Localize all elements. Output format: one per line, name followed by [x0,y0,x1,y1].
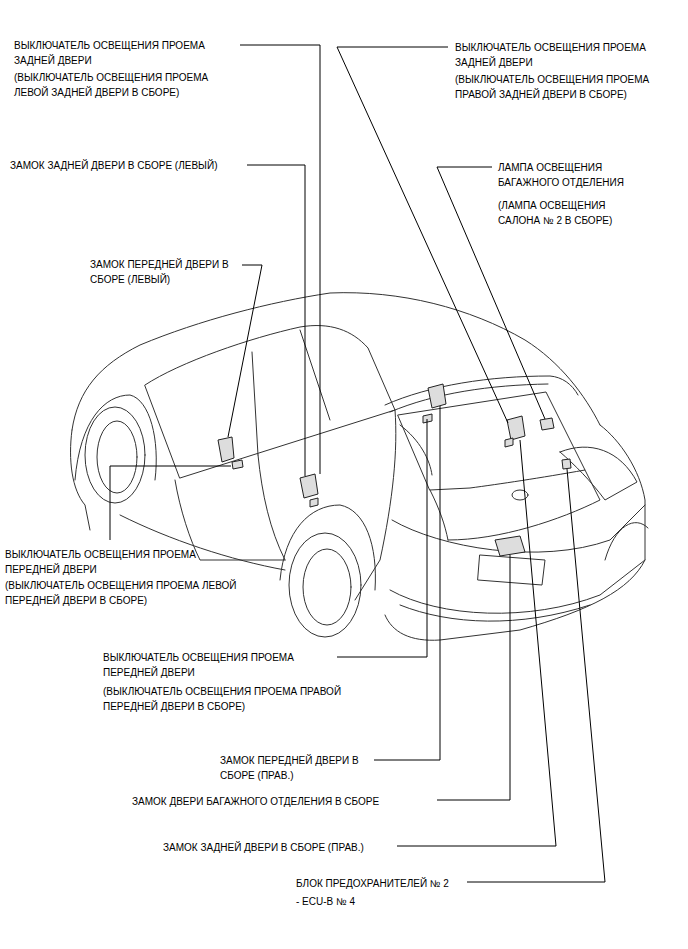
part-label: ВЫКЛЮЧАТЕЛЬ ОСВЕЩЕНИЯ ПРОЕМА ПЕРЕДНЕЙ ДВ… [103,650,328,680]
label-text: ЛАМПА ОСВЕЩЕНИЯ БАГАЖНОГО ОТДЕЛЕНИЯ [498,162,624,188]
label-text: ЗАМОК ЗАДНЕЙ ДВЕРИ В СБОРЕ (ЛЕВЫЙ) [10,160,217,171]
part-label: ЛАМПА ОСВЕЩЕНИЯ БАГАЖНОГО ОТДЕЛЕНИЯ [498,160,658,190]
part-label: (ВЫКЛЮЧАТЕЛЬ ОСВЕЩЕНИЯ ПРОЕМА ПРАВОЙ ПЕР… [103,684,343,714]
part-label: (ВЫКЛЮЧАТЕЛЬ ОСВЕЩЕНИЯ ПРОЕМА ПРАВОЙ ЗАД… [455,72,650,102]
part-label: ВЫКЛЮЧАТЕЛЬ ОСВЕЩЕНИЯ ПРОЕМА ПЕРЕДНЕЙ ДВ… [5,547,230,577]
part-label: (ВЫКЛЮЧАТЕЛЬ ОСВЕЩЕНИЯ ПРОЕМА ЛЕВОЙ ПЕРЕ… [5,578,240,608]
label-text: БЛОК ПРЕДОХРАНИТЕЛЕЙ № 2 [296,878,449,889]
label-text: (ВЫКЛЮЧАТЕЛЬ ОСВЕЩЕНИЯ ПРОЕМА ЛЕВОЙ ПЕРЕ… [5,580,236,606]
label-text: ВЫКЛЮЧАТЕЛЬ ОСВЕЩЕНИЯ ПРОЕМА ЗАДНЕЙ ДВЕР… [14,40,205,66]
part-label: ЗАМОК ПЕРЕДНЕЙ ДВЕРИ В СБОРЕ (ПРАВ.) [220,753,370,783]
part-label: БЛОК ПРЕДОХРАНИТЕЛЕЙ № 2 [296,876,466,891]
part-label: ВЫКЛЮЧАТЕЛЬ ОСВЕЩЕНИЯ ПРОЕМА ЗАДНЕЙ ДВЕР… [455,40,675,70]
label-text: ЗАМОК ЗАДНЕЙ ДВЕРИ В СБОРЕ (ПРАВ.) [163,842,364,853]
label-text: ЗАМОК ПЕРЕДНЕЙ ДВЕРИ В СБОРЕ (ПРАВ.) [220,755,359,781]
part-label: ЗАМОК ЗАДНЕЙ ДВЕРИ В СБОРЕ (ПРАВ.) [163,840,395,855]
label-text: - ECU-B № 4 [296,896,355,907]
part-label: - ECU-B № 4 [296,894,446,909]
label-text: ВЫКЛЮЧАТЕЛЬ ОСВЕЩЕНИЯ ПРОЕМА ПЕРЕДНЕЙ ДВ… [103,652,294,678]
label-text: ЗАМОК ДВЕРИ БАГАЖНОГО ОТДЕЛЕНИЯ В СБОРЕ [132,796,379,807]
label-text: (ВЫКЛЮЧАТЕЛЬ ОСВЕЩЕНИЯ ПРОЕМА ЛЕВОЙ ЗАДН… [14,72,208,98]
part-label: (ЛАМПА ОСВЕЩЕНИЯ САЛОНА № 2 В СБОРЕ) [498,198,648,228]
label-text: ВЫКЛЮЧАТЕЛЬ ОСВЕЩЕНИЯ ПРОЕМА ЗАДНЕЙ ДВЕР… [455,42,646,68]
label-text: ЗАМОК ПЕРЕДНЕЙ ДВЕРИ В СБОРЕ (ЛЕВЫЙ) [90,259,229,285]
label-text: (ВЫКЛЮЧАТЕЛЬ ОСВЕЩЕНИЯ ПРОЕМА ПРАВОЙ ЗАД… [455,74,649,100]
label-text: ВЫКЛЮЧАТЕЛЬ ОСВЕЩЕНИЯ ПРОЕМА ПЕРЕДНЕЙ ДВ… [5,549,196,575]
label-text: (ВЫКЛЮЧАТЕЛЬ ОСВЕЩЕНИЯ ПРОЕМА ПРАВОЙ ПЕР… [103,686,341,712]
part-label: (ВЫКЛЮЧАТЕЛЬ ОСВЕЩЕНИЯ ПРОЕМА ЛЕВОЙ ЗАДН… [14,70,244,100]
part-label: ВЫКЛЮЧАТЕЛЬ ОСВЕЩЕНИЯ ПРОЕМА ЗАДНЕЙ ДВЕР… [14,38,240,68]
label-text: (ЛАМПА ОСВЕЩЕНИЯ САЛОНА № 2 В СБОРЕ) [498,200,612,226]
part-label: ЗАМОК ПЕРЕДНЕЙ ДВЕРИ В СБОРЕ (ЛЕВЫЙ) [90,257,240,287]
part-label: ЗАМОК ДВЕРИ БАГАЖНОГО ОТДЕЛЕНИЯ В СБОРЕ [132,794,432,809]
part-label: ЗАМОК ЗАДНЕЙ ДВЕРИ В СБОРЕ (ЛЕВЫЙ) [10,158,290,173]
